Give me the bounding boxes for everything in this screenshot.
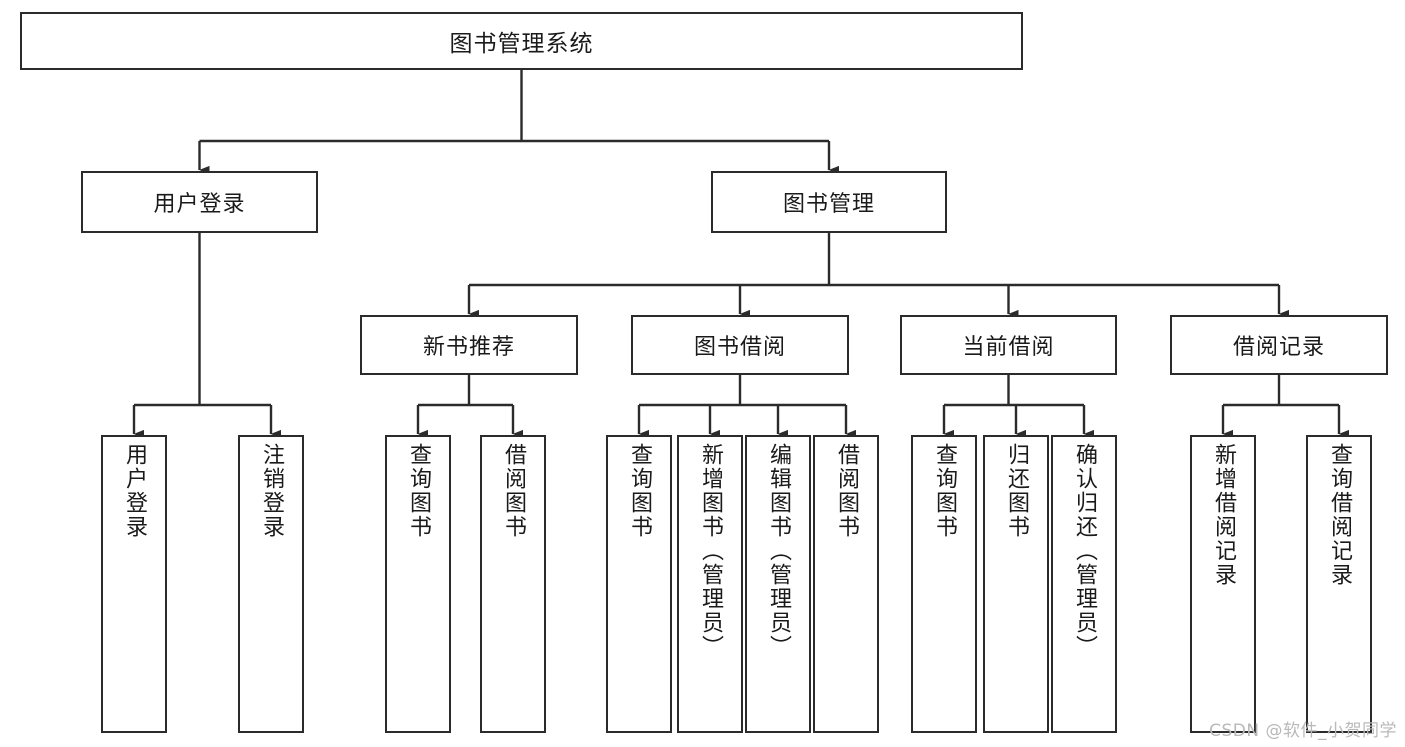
node-leaf-5[interactable]: 查询图书 [606,435,672,733]
node-label: 查询图书 [931,443,957,539]
node-bookmgmt[interactable]: 图书管理 [711,171,947,233]
node-label: 查询图书 [405,443,431,539]
node-label: 新书推荐 [422,335,515,360]
node-label: 查询借阅记录 [1326,443,1352,587]
watermark: CSDN @软件_小贺同学 [1209,721,1397,741]
node-leaf-1[interactable]: 用户登录 [101,435,167,733]
node-leaf-8[interactable]: 借阅图书 [813,435,879,733]
node-leaf-10[interactable]: 归还图书 [983,435,1049,733]
node-label: 注销登录 [258,443,284,539]
node-label: 查询图书 [626,443,652,539]
node-leaf-9[interactable]: 查询图书 [911,435,977,733]
node-label: 新增借阅记录 [1210,443,1236,587]
node-label: 借阅图书 [833,443,859,539]
node-borrow[interactable]: 图书借阅 [631,315,849,375]
node-leaf-6[interactable]: 新增图书（管理员） [677,435,743,733]
node-leaf-13[interactable]: 查询借阅记录 [1306,435,1372,733]
node-leaf-12[interactable]: 新增借阅记录 [1190,435,1256,733]
node-label: 归还图书 [1003,443,1029,539]
node-leaf-11[interactable]: 确认归还（管理员） [1051,435,1117,733]
node-leaf-3[interactable]: 查询图书 [385,435,451,733]
node-root[interactable]: 图书管理系统 [20,12,1023,70]
node-leaf-4[interactable]: 借阅图书 [480,435,546,733]
node-label: 用户登录 [121,443,147,539]
node-label: 新增图书（管理员） [697,443,723,659]
node-label: 图书管理系统 [449,31,594,57]
node-records[interactable]: 借阅记录 [1170,315,1388,375]
node-label: 借阅图书 [500,443,526,539]
node-label: 当前借阅 [962,335,1055,360]
node-label: 用户登录 [153,192,246,217]
node-label: 借阅记录 [1232,335,1325,360]
node-label: 确认归还（管理员） [1071,443,1097,659]
node-newbooks[interactable]: 新书推荐 [360,315,578,375]
node-leaf-7[interactable]: 编辑图书（管理员） [745,435,811,733]
node-label: 图书借阅 [693,335,786,360]
node-leaf-2[interactable]: 注销登录 [238,435,304,733]
node-label: 编辑图书（管理员） [765,443,791,659]
node-current[interactable]: 当前借阅 [900,315,1117,375]
node-label: 图书管理 [782,192,875,217]
node-login[interactable]: 用户登录 [81,171,318,233]
